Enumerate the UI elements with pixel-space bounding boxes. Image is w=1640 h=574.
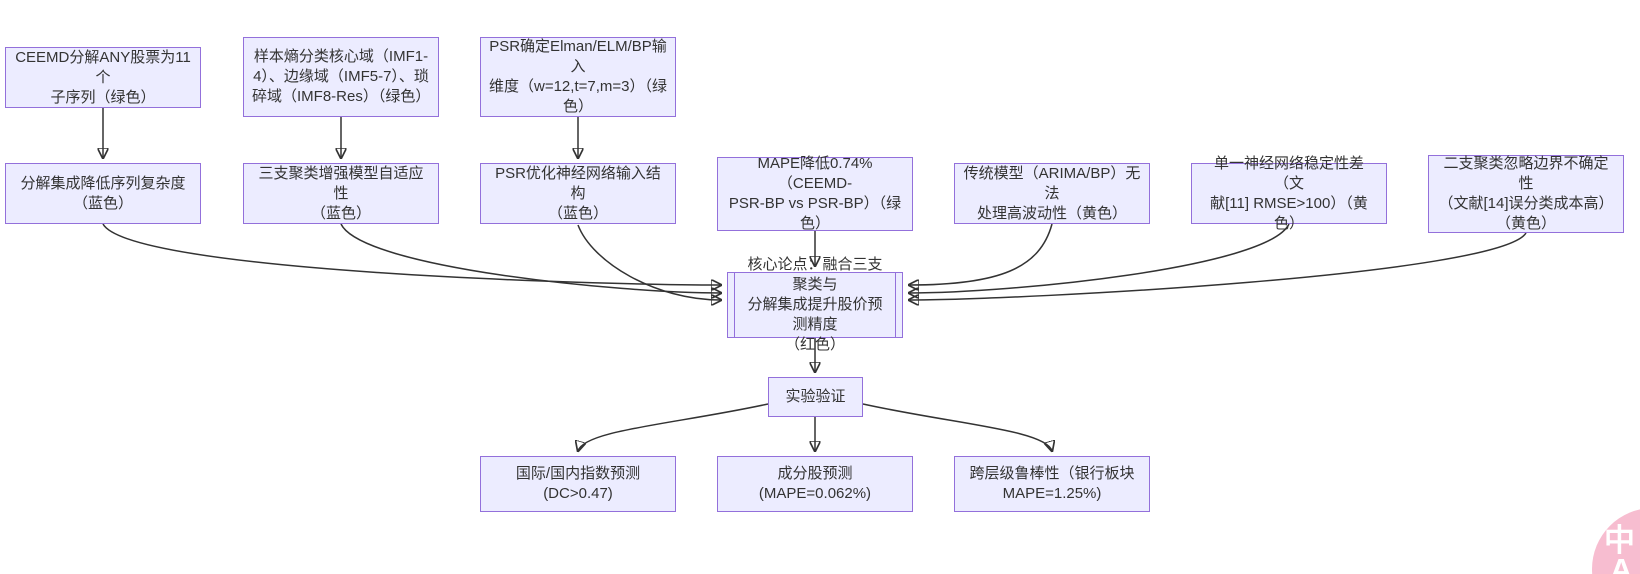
edge-decomp-core <box>102 223 721 285</box>
node-experiment: 实验验证 <box>768 377 863 417</box>
node-ceemd: CEEMD分解ANY股票为11个 子序列（绿色） <box>5 47 201 108</box>
edge-twoway-core <box>909 232 1527 300</box>
edge-psrstruct-core <box>577 224 721 300</box>
node-mape-reduce: MAPE降低0.74%（CEEMD- PSR-BP vs PSR-BP）（绿 色… <box>717 155 913 232</box>
translate-float-button[interactable]: 中 A <box>1592 508 1640 574</box>
node-core-thesis-label: 核心论点：融合三支聚类与 分解集成提升股价预测精度 （红色） <box>747 256 883 353</box>
translate-icon: 中 A <box>1604 523 1635 574</box>
node-ceemd-label: CEEMD分解ANY股票为11个 子序列（绿色） <box>15 48 191 106</box>
node-stock-pred-label: 成分股预测 (MAPE=0.062%) <box>758 465 872 502</box>
node-experiment-label: 实验验证 <box>785 388 846 405</box>
node-single-nn-label: 单一神经网络稳定性差（文 献[11] RMSE>100）（黄色） <box>1210 154 1368 232</box>
node-traditional-model-label: 传统模型（ARIMA/BP）无法 处理高波动性（黄色） <box>963 164 1141 222</box>
node-three-way-cluster-label: 三支聚类增强模型自适应性 （蓝色） <box>258 164 424 222</box>
node-psr-structure-label: PSR优化神经网络输入结构 （蓝色） <box>495 164 661 222</box>
node-robustness-label: 跨层级鲁棒性（银行板块 MAPE=1.25%) <box>969 465 1135 502</box>
edge-experiment-index <box>578 403 769 451</box>
node-psr-structure: PSR优化神经网络输入结构 （蓝色） <box>480 163 676 224</box>
node-sample-entropy-label: 样本熵分类核心域（IMF1- 4）、边缘域（IMF5-7）、琐 碎域（IMF8-… <box>252 48 431 105</box>
node-sample-entropy: 样本熵分类核心域（IMF1- 4）、边缘域（IMF5-7）、琐 碎域（IMF8-… <box>243 37 439 117</box>
node-core-thesis: 核心论点：融合三支聚类与 分解集成提升股价预测精度 （红色） <box>727 256 903 353</box>
node-robustness: 跨层级鲁棒性（银行板块 MAPE=1.25%) <box>954 456 1150 512</box>
subroutine-bar-left-icon <box>734 273 736 337</box>
node-psr-dim: PSR确定Elman/ELM/BP输入 维度（w=12,t=7,m=3）（绿 色… <box>480 37 676 117</box>
node-psr-dim-label: PSR确定Elman/ELM/BP输入 维度（w=12,t=7,m=3）（绿 色… <box>489 38 667 115</box>
subroutine-bar-right-icon <box>894 273 896 337</box>
edge-experiment-robust <box>862 403 1052 451</box>
node-index-pred-label: 国际/国内指数预测 (DC>0.47) <box>515 465 641 502</box>
edge-singlenn-core <box>909 223 1290 293</box>
translate-icon-cn-glyph: 中 <box>1604 523 1635 558</box>
node-two-way-cluster-label: 二支聚类忽略边界不确定性 （文献[14]误分类成本高） （黄色） <box>1438 155 1614 232</box>
node-three-way-cluster: 三支聚类增强模型自适应性 （蓝色） <box>243 163 439 224</box>
edge-traditional-core <box>909 223 1053 285</box>
node-two-way-cluster: 二支聚类忽略边界不确定性 （文献[14]误分类成本高） （黄色） <box>1428 155 1624 233</box>
node-decomp-complexity-label: 分解集成降低序列复杂度 （蓝色） <box>20 174 186 212</box>
node-mape-reduce-label: MAPE降低0.74%（CEEMD- PSR-BP vs PSR-BP）（绿 色… <box>728 155 902 232</box>
node-index-pred: 国际/国内指数预测 (DC>0.47) <box>480 456 676 512</box>
node-stock-pred: 成分股预测 (MAPE=0.062%) <box>717 456 913 512</box>
node-decomp-complexity: 分解集成降低序列复杂度 （蓝色） <box>5 163 201 224</box>
node-single-nn: 单一神经网络稳定性差（文 献[11] RMSE>100）（黄色） <box>1191 155 1387 232</box>
node-traditional-model: 传统模型（ARIMA/BP）无法 处理高波动性（黄色） <box>954 163 1150 224</box>
edge-cluster-core <box>340 223 721 293</box>
translate-icon-en-glyph: A <box>1610 552 1633 574</box>
